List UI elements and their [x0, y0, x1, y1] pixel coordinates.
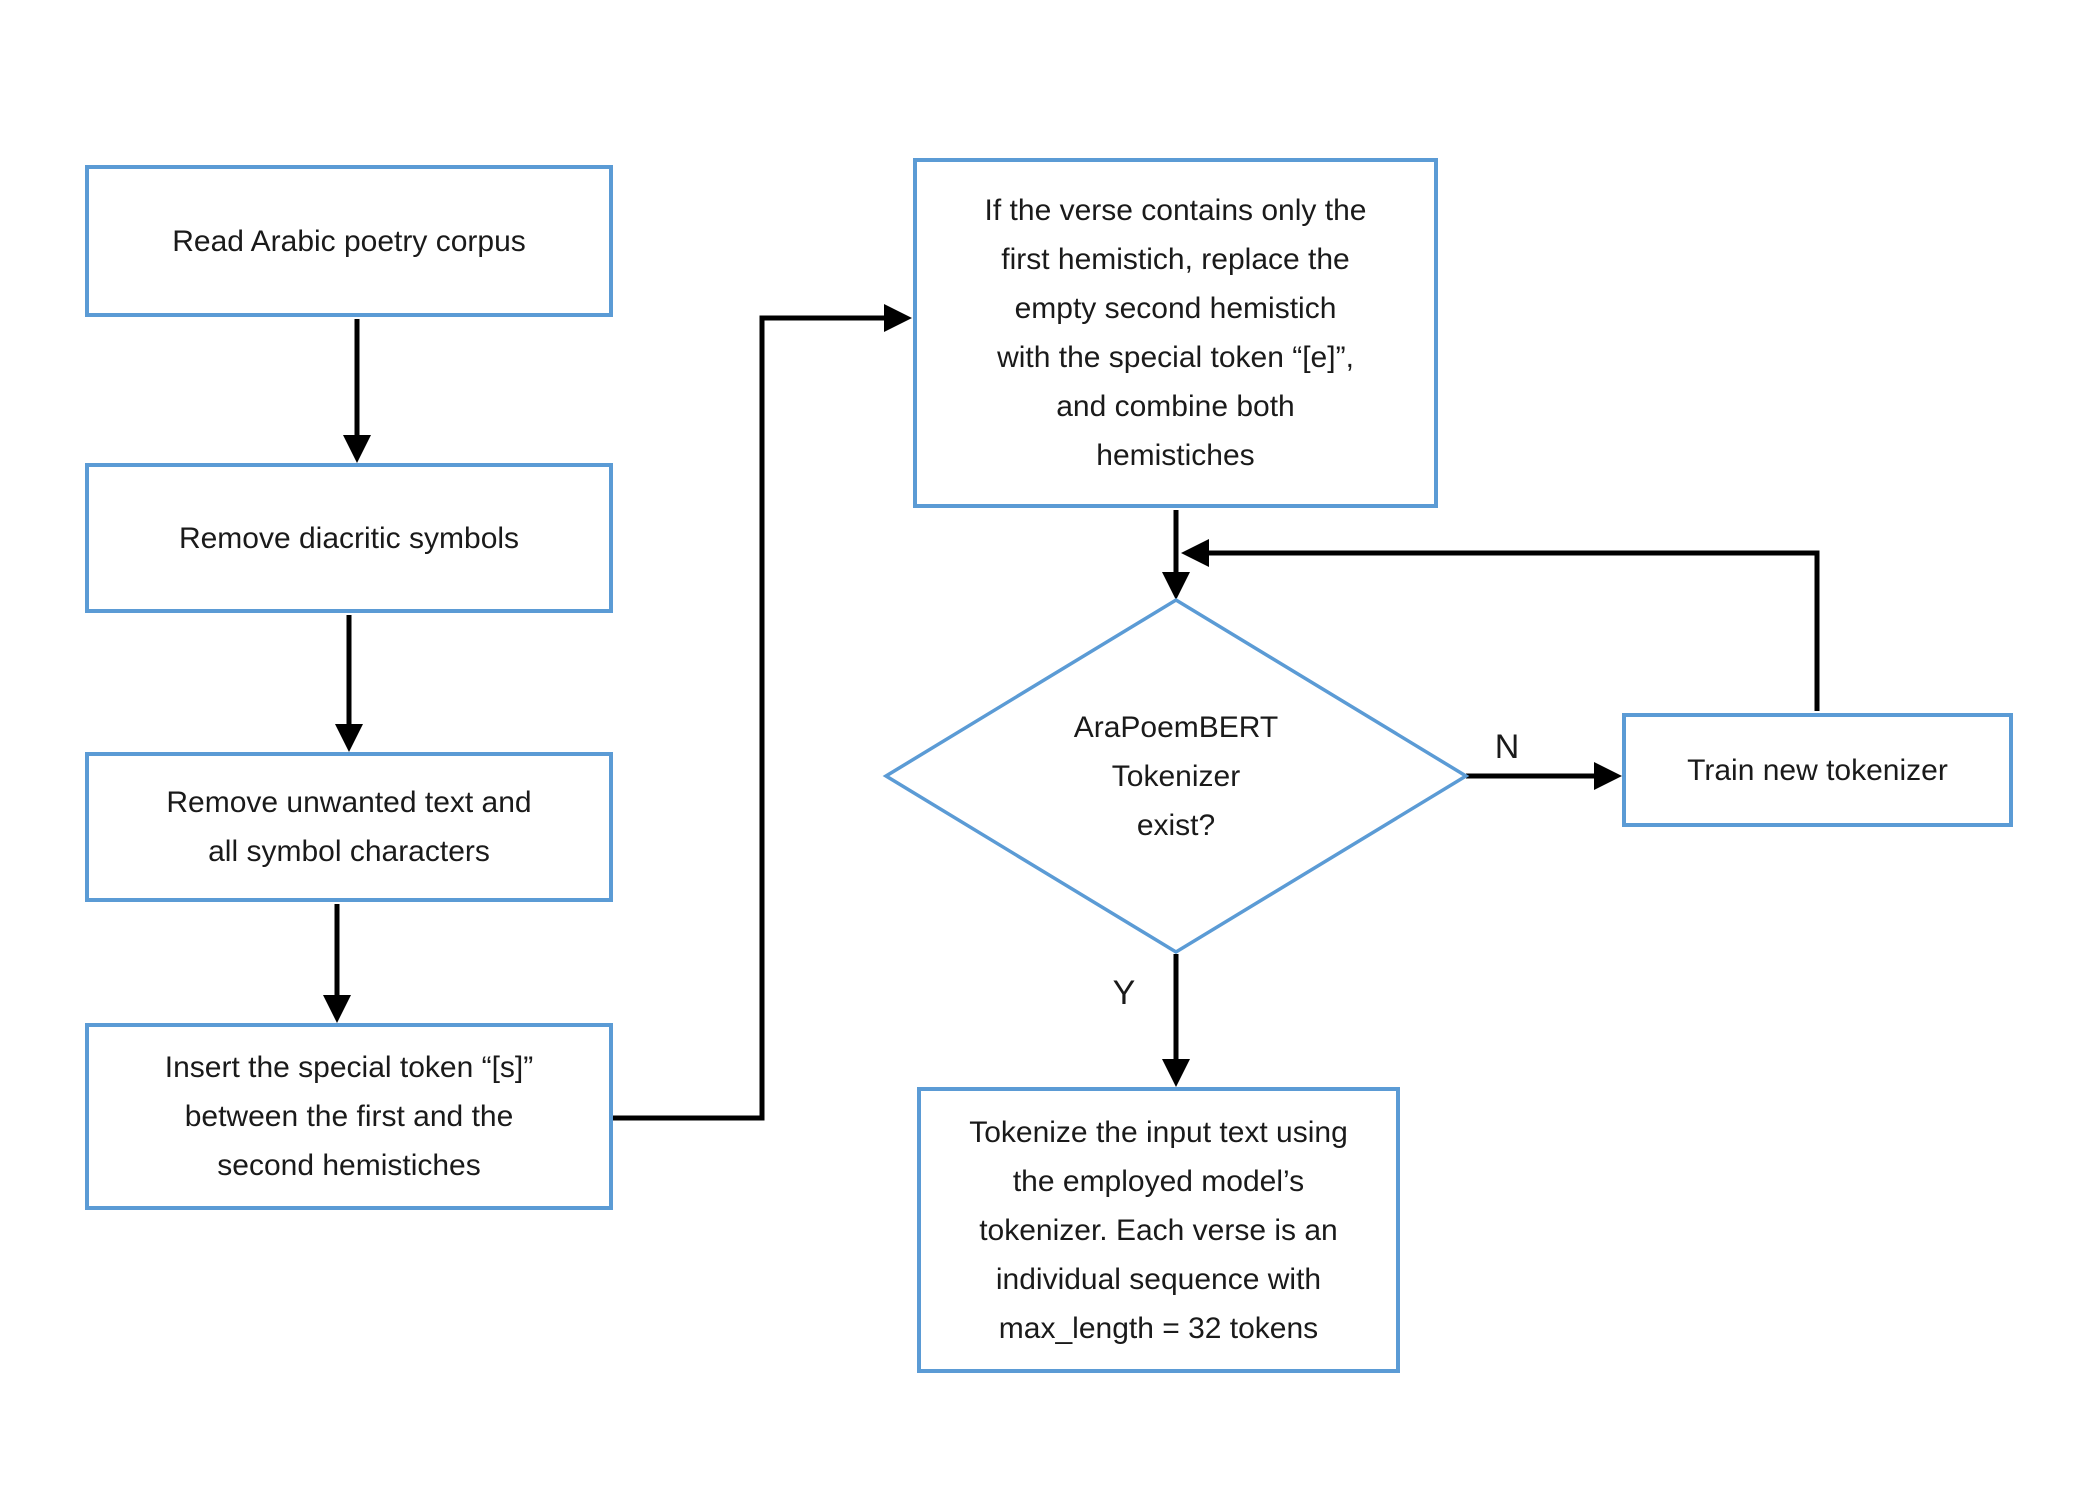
- node-remove-diacritics: Remove diacritic symbols: [85, 463, 613, 613]
- edge-decision-yes: [1162, 954, 1190, 1087]
- node-insert-token-s-label: Insert the special token “[s]” between t…: [164, 1051, 534, 1182]
- edge-decision-no: [1466, 762, 1622, 790]
- node-replace-empty-hemistich-label: If the verse contains only the first hem…: [984, 194, 1367, 472]
- node-tokenize-input: Tokenize the input text using the employ…: [917, 1087, 1400, 1373]
- node-replace-empty-hemistich: If the verse contains only the first hem…: [913, 158, 1438, 508]
- node-remove-unwanted: Remove unwanted text and all symbol char…: [85, 752, 613, 902]
- edge-label-no: N: [1494, 727, 1520, 766]
- edge-unwanted-to-insert: [323, 904, 351, 1023]
- node-insert-token-s: Insert the special token “[s]” between t…: [85, 1023, 613, 1210]
- edge-read-to-remove-diacritics: [343, 319, 371, 463]
- node-train-tokenizer-label: Train new tokenizer: [1687, 753, 1948, 787]
- edge-diacritics-to-unwanted: [335, 615, 363, 752]
- edge-insert-to-replace: [613, 304, 912, 1121]
- node-read-corpus-label: Read Arabic poetry corpus: [172, 224, 526, 258]
- node-tokenize-input-label: Tokenize the input text using the employ…: [969, 1115, 1348, 1345]
- node-remove-diacritics-label: Remove diacritic symbols: [178, 521, 520, 555]
- edge-label-yes: Y: [1112, 973, 1136, 1012]
- node-read-corpus: Read Arabic poetry corpus: [85, 165, 613, 317]
- edge-replace-to-decision: [1162, 510, 1190, 600]
- decision-diamond-shape: [882, 597, 1470, 955]
- node-train-tokenizer: Train new tokenizer: [1622, 713, 2013, 827]
- edge-train-loopback: [1181, 539, 1820, 711]
- node-tokenizer-exists-label: AraPoemBERT Tokenizer exist?: [1073, 710, 1279, 842]
- node-tokenizer-exists: AraPoemBERT Tokenizer exist?: [886, 600, 1466, 952]
- node-remove-unwanted-label: Remove unwanted text and all symbol char…: [166, 786, 532, 868]
